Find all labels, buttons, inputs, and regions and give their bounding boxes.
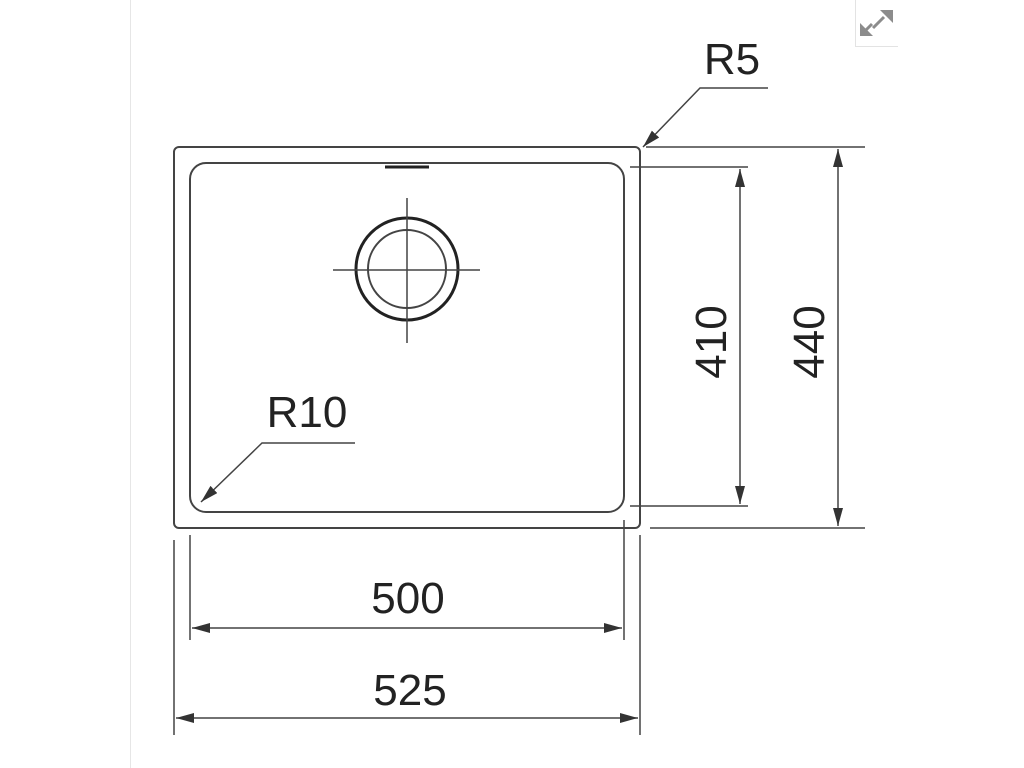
expand-icon	[860, 10, 893, 36]
label-500: 500	[371, 574, 444, 623]
label-r10: R10	[267, 388, 348, 437]
label-r5: R5	[704, 35, 760, 84]
drain-inner	[367, 229, 447, 309]
label-525: 525	[373, 666, 446, 715]
leader-r5	[642, 87, 768, 148]
page-divider	[130, 0, 131, 768]
sink-outer-outline	[173, 146, 641, 529]
leader-r10	[200, 442, 355, 503]
expand-button[interactable]	[855, 0, 898, 47]
label-440: 440	[785, 305, 834, 378]
drain-outer	[354, 216, 460, 322]
label-410: 410	[687, 305, 736, 378]
sink-bowl-outline	[189, 162, 625, 513]
